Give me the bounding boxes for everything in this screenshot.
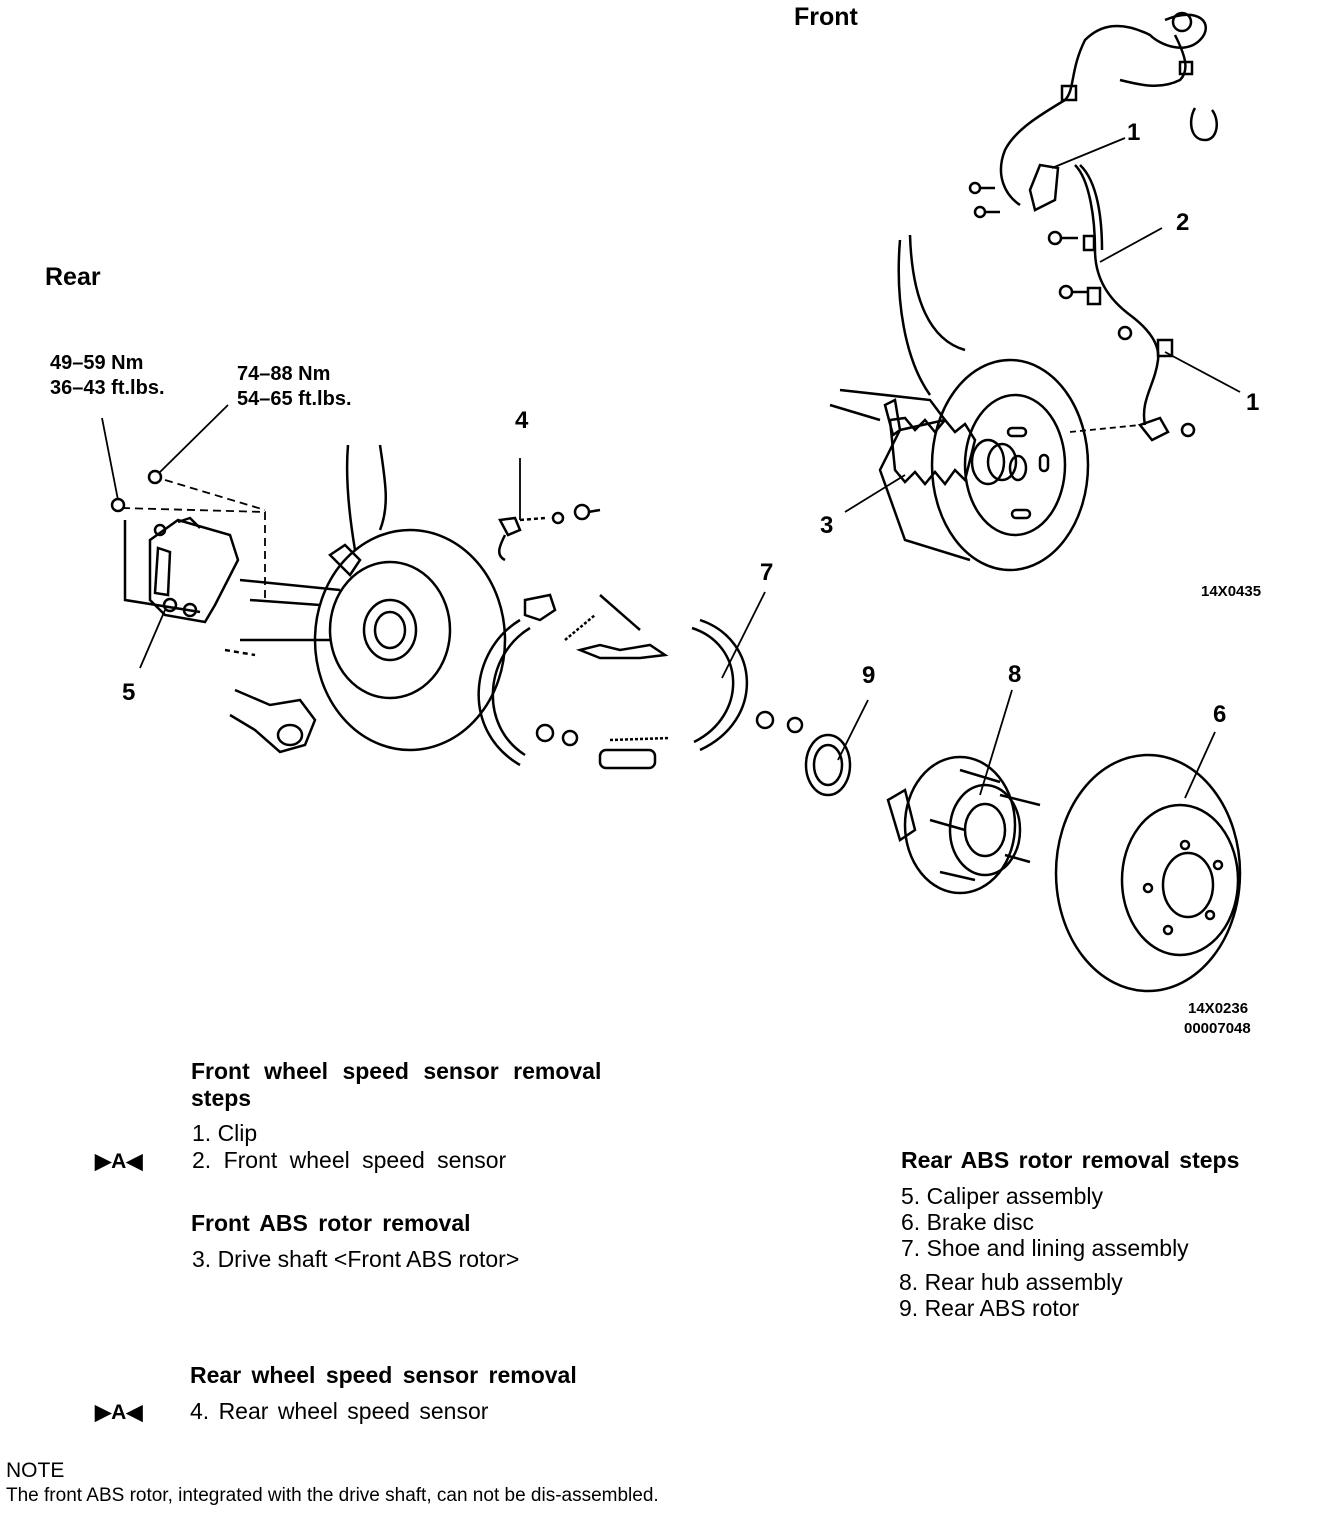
rear-rotor-removal-title: Rear ABS rotor removal steps <box>901 1147 1240 1173</box>
rear-wheel-speed-sensor <box>498 503 601 562</box>
front-sensor-step-2: 2. Front wheel speed sensor <box>192 1147 507 1173</box>
front-sensor-removal-title: Front wheel speed sensor removal <box>191 1058 602 1084</box>
rear-shoe-and-lining-assembly <box>477 593 804 770</box>
callout-7: 7 <box>760 559 773 586</box>
front-drive-shaft <box>883 398 1028 487</box>
rear-label: Rear <box>45 263 101 291</box>
figure-code-doc: 00007048 <box>1184 1020 1251 1037</box>
front-label: Front <box>794 3 858 31</box>
rear-caliper-assembly <box>110 469 266 624</box>
torque-spec-bracket-bolt-imperial: 54–65 ft.lbs. <box>237 388 352 410</box>
service-point-marker-a: ▶A◀ <box>95 1150 143 1173</box>
rear-rotor-step-6: 6. Brake disc <box>901 1209 1034 1235</box>
rear-knuckle-and-backing-plate <box>224 444 507 754</box>
callout-1-lower: 1 <box>1246 389 1259 416</box>
rear-hub-assembly <box>886 755 1041 895</box>
torque-spec-bracket-bolt-metric: 74–88 Nm <box>237 363 331 385</box>
rear-rotor-step-8: 8. Rear hub assembly <box>899 1269 1123 1295</box>
callout-1-upper: 1 <box>1127 119 1140 146</box>
rear-abs-rotor <box>804 733 852 797</box>
callout-5: 5 <box>122 679 135 706</box>
callout-8: 8 <box>1008 661 1021 688</box>
callout-leader-lines <box>101 137 1241 799</box>
front-knuckle-and-rotor <box>829 234 1090 572</box>
callout-6: 6 <box>1213 701 1226 728</box>
front-sensor-removal-title-cont: steps <box>191 1085 252 1111</box>
rear-sensor-step-4: 4. Rear wheel speed sensor <box>190 1398 489 1424</box>
note-heading: NOTE <box>6 1459 65 1482</box>
rear-brake-disc <box>1054 753 1242 993</box>
figure-code-front: 14X0435 <box>1201 583 1262 600</box>
torque-spec-caliper-bolt-imperial: 36–43 ft.lbs. <box>50 377 165 399</box>
exploded-brake-diagram: 1 2 1 3 4 5 6 7 8 9 <box>101 11 1259 993</box>
callout-3: 3 <box>820 512 833 539</box>
front-rotor-step-3: 3. Drive shaft <Front ABS rotor> <box>192 1246 520 1272</box>
figure-code-rear: 14X0236 <box>1188 1000 1249 1017</box>
front-sensor-step-1: 1. Clip <box>192 1120 258 1146</box>
service-point-marker-a-rear: ▶A◀ <box>95 1401 143 1424</box>
front-rotor-removal-title: Front ABS rotor removal <box>191 1210 471 1236</box>
front-wheel-speed-sensor-harness <box>968 11 1218 442</box>
note-text: The front ABS rotor, integrated with the… <box>6 1485 659 1506</box>
rear-rotor-step-9: 9. Rear ABS rotor <box>899 1295 1080 1321</box>
callout-2: 2 <box>1176 209 1189 236</box>
rear-sensor-removal-title: Rear wheel speed sensor removal <box>190 1362 577 1388</box>
callout-4: 4 <box>515 407 529 434</box>
callout-9: 9 <box>862 662 875 689</box>
rear-rotor-step-5: 5. Caliper assembly <box>901 1183 1103 1209</box>
rear-rotor-step-7: 7. Shoe and lining assembly <box>901 1235 1189 1261</box>
torque-spec-caliper-bolt-metric: 49–59 Nm <box>50 352 144 374</box>
